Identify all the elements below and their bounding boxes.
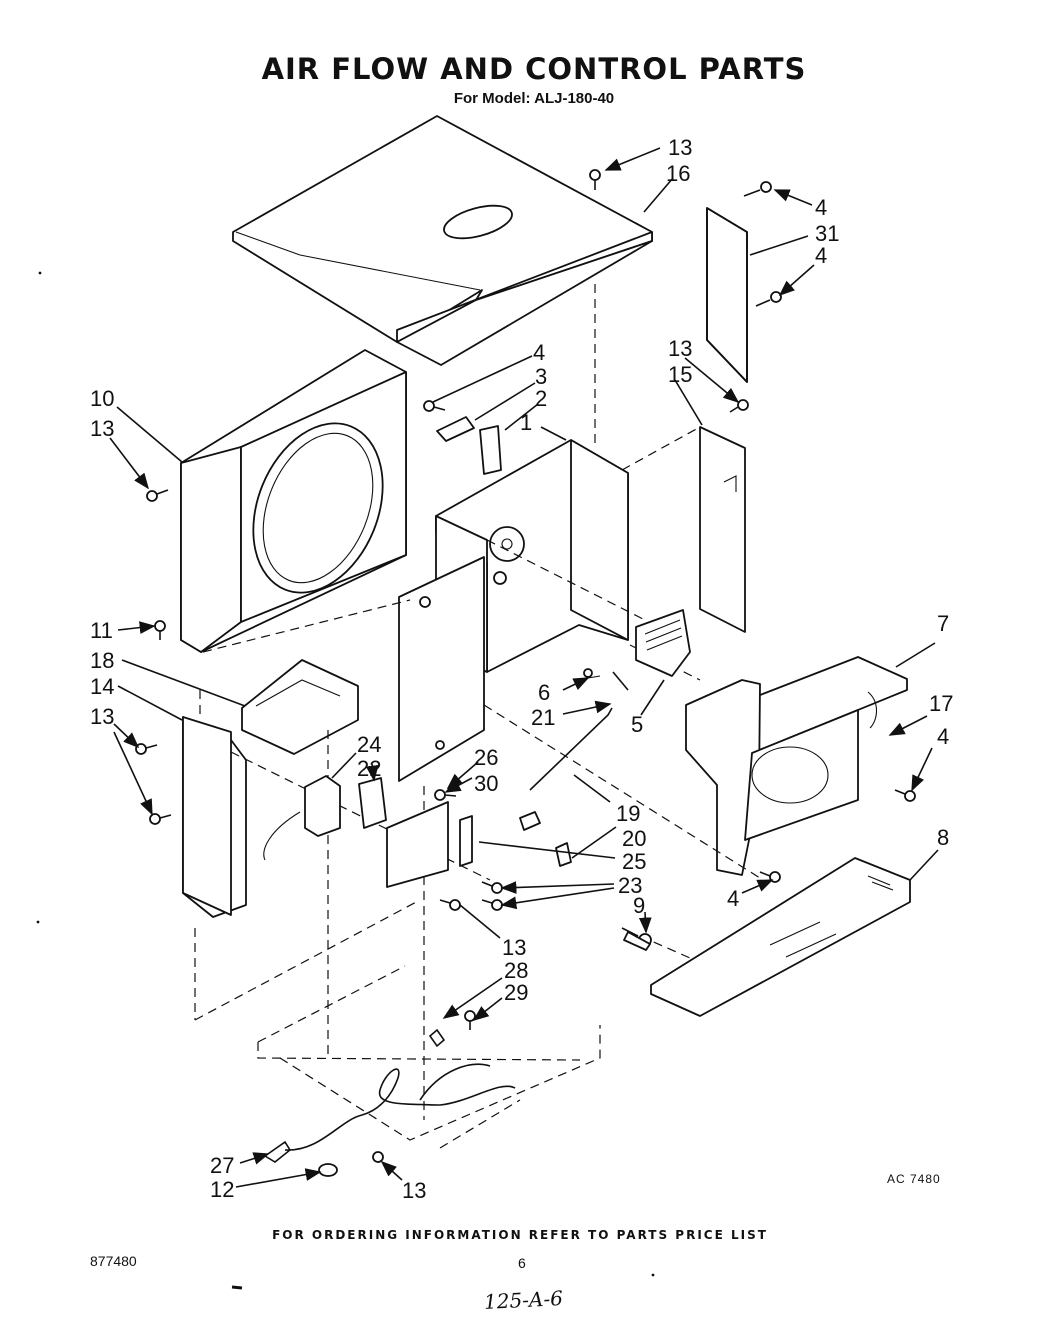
- capacitor-2-part: [479, 425, 502, 475]
- callout-24: 24: [357, 732, 381, 757]
- callout-14: 14: [90, 674, 114, 699]
- callout-27: 27: [210, 1153, 234, 1178]
- fan-shroud-part: [180, 349, 407, 653]
- callout-13: 13: [90, 416, 114, 441]
- callout-12: 12: [210, 1177, 234, 1202]
- top-cover-part: [232, 115, 653, 366]
- page-title: AIR FLOW AND CONTROL PARTS: [261, 52, 807, 86]
- callout-1: 1: [520, 410, 532, 435]
- small-parts: [436, 416, 691, 951]
- callout-15: 15: [668, 362, 692, 387]
- callout-7: 7: [937, 611, 949, 636]
- callout-29: 29: [504, 980, 528, 1005]
- callout-5: 5: [631, 712, 643, 737]
- callout-13: 13: [402, 1178, 426, 1203]
- callout-20: 20: [622, 826, 646, 851]
- callout-10: 10: [90, 386, 114, 411]
- base-outline-dashed: [194, 730, 601, 1149]
- damper-5-part: [635, 609, 691, 677]
- handwritten-note: 125-A-6: [483, 1285, 564, 1315]
- callout-22: 22: [357, 756, 381, 781]
- callout-18: 18: [90, 648, 114, 673]
- callout-13: 13: [502, 935, 526, 960]
- callout-4: 4: [533, 340, 545, 365]
- thermostat-part: [358, 777, 387, 829]
- base-pan-part: [650, 857, 911, 1017]
- callout-13: 13: [668, 336, 692, 361]
- callout-11: 11: [90, 618, 113, 643]
- pin-9-part: [623, 931, 651, 951]
- callout-16: 16: [666, 161, 690, 186]
- callout-4: 4: [815, 195, 827, 220]
- screw-fasteners: [135, 169, 916, 1163]
- mesh-screen-part: [706, 207, 748, 383]
- callout-leaders: [109, 147, 939, 1188]
- callout-19: 19: [616, 801, 640, 826]
- left-side-panel-part: [182, 716, 247, 918]
- control-components: [263, 775, 473, 888]
- callout-26: 26: [474, 745, 498, 770]
- page-number: 6: [518, 1255, 526, 1271]
- callout-9: 9: [633, 893, 645, 918]
- spring-21-part: [612, 671, 629, 691]
- callout-2: 2: [535, 386, 547, 411]
- callout-13: 13: [668, 135, 692, 160]
- callout-4: 4: [937, 724, 949, 749]
- callout-4: 4: [727, 886, 739, 911]
- control-tray-part: [241, 659, 359, 755]
- control-plate-part: [386, 801, 449, 888]
- callout-31: 31: [815, 221, 839, 246]
- callout-4: 4: [815, 243, 827, 268]
- power-cord-part: [263, 1028, 516, 1177]
- callout-28: 28: [504, 958, 528, 983]
- callout-21: 21: [531, 705, 555, 730]
- bracket-3-part: [436, 416, 475, 442]
- callout-30: 30: [474, 771, 498, 796]
- model-subtitle: For Model: ALJ-180-40: [453, 90, 615, 107]
- callout-13: 13: [90, 704, 114, 729]
- selector-switch-part: [304, 775, 341, 837]
- callout-17: 17: [929, 691, 953, 716]
- callout-6: 6: [538, 680, 550, 705]
- ordering-footer: FOR ORDERING INFORMATION REFER TO PARTS …: [272, 1228, 768, 1242]
- bracket-20-part: [519, 811, 541, 831]
- blower-housing-part: [685, 656, 908, 876]
- document-number: 877480: [90, 1253, 137, 1269]
- right-side-bracket-part: [699, 426, 746, 633]
- reference-code: AC 7480: [887, 1172, 941, 1186]
- callout-25: 25: [622, 849, 646, 874]
- control-mounting-panel: [398, 556, 485, 782]
- callout-labels: 13 16 4 31 4 13 15 4 3 2 1 10 13 11 18 1…: [90, 135, 953, 1203]
- callout-8: 8: [937, 825, 949, 850]
- callout-3: 3: [535, 364, 547, 389]
- callout-23: 23: [618, 873, 642, 898]
- bracket-25-part: [459, 815, 473, 867]
